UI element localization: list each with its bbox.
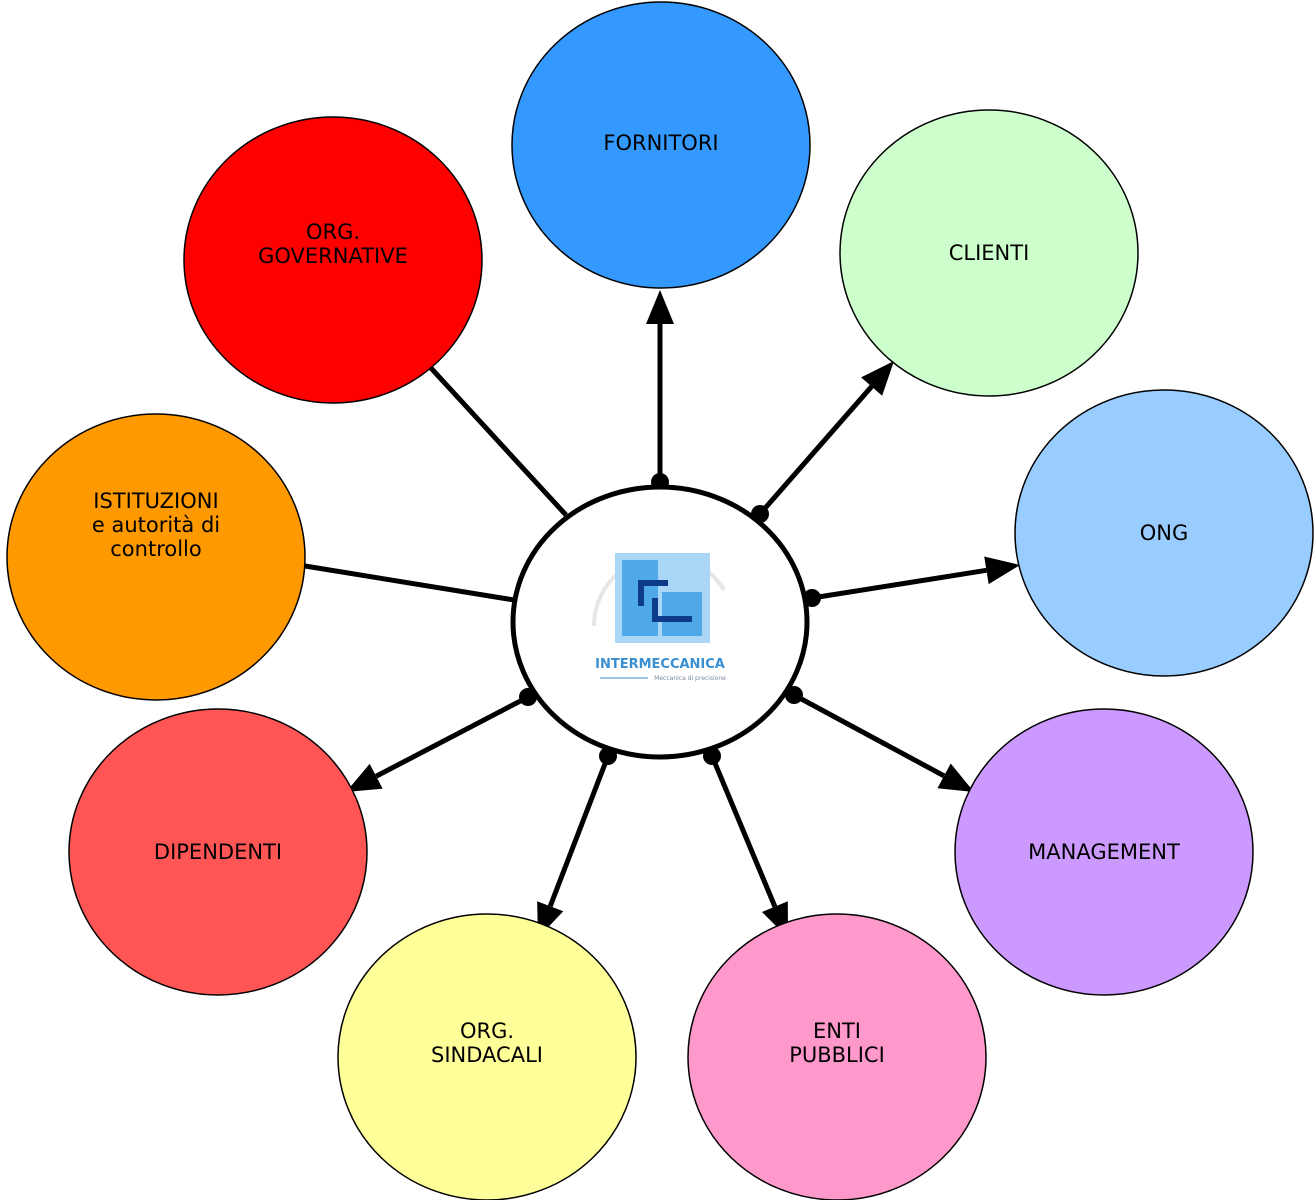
node-circle (6, 413, 306, 701)
node-fornitori: FORNITORI (511, 1, 811, 289)
node-label: ORG. (460, 1019, 514, 1043)
arrowhead (861, 361, 894, 396)
node-label: FORNITORI (603, 131, 718, 155)
node-circle (183, 116, 483, 404)
node-clienti: CLIENTI (839, 109, 1139, 397)
connector-governative (428, 365, 568, 517)
connector-dipendenti (346, 688, 537, 792)
node-governative: ORG.GOVERNATIVE (183, 116, 483, 404)
node-circle (954, 708, 1254, 996)
arrowhead (937, 763, 974, 792)
arrowhead (646, 290, 674, 324)
node-label: ENTI (813, 1019, 861, 1043)
center-node: INTERMECCANICA Meccanica di precisione (510, 484, 810, 760)
node-label: PUBBLICI (789, 1043, 885, 1067)
node-label: GOVERNATIVE (258, 244, 408, 268)
node-label: e autorità di (92, 513, 220, 537)
arrowhead (984, 556, 1020, 585)
node-label: ORG. (306, 220, 360, 244)
node-circle (687, 913, 987, 1200)
connector-line (304, 563, 515, 603)
connector-management (785, 686, 974, 792)
node-label: MANAGEMENT (1028, 840, 1180, 864)
node-label: ISTITUZIONI (93, 489, 218, 513)
connector-line (428, 365, 568, 517)
connector-sindacali (537, 747, 617, 938)
connectors (304, 290, 1020, 938)
node-label: ONG (1140, 521, 1189, 545)
connector-line (811, 567, 987, 601)
node-ong: ONG (1014, 389, 1314, 677)
node-sindacali: ORG.SINDACALI (337, 913, 637, 1200)
connector-ong (803, 556, 1020, 607)
connector-line (792, 692, 946, 779)
node-circle (1014, 389, 1314, 677)
connector-fornitori (646, 290, 674, 491)
node-dipendenti: DIPENDENTI (68, 708, 368, 996)
connector-line (547, 755, 611, 908)
connector-line (709, 755, 778, 908)
node-management: MANAGEMENT (954, 708, 1254, 996)
node-label: SINDACALI (431, 1043, 543, 1067)
node-circle (511, 1, 811, 289)
node-circle (337, 913, 637, 1200)
stakeholder-nodes: FORNITORI CLIENTI ONG MANAGEMENT ENTIPUBBLIC… (6, 1, 1314, 1200)
connector-line (758, 384, 874, 516)
node-circle (68, 708, 368, 996)
node-label: controllo (110, 537, 201, 561)
connector-line (374, 694, 530, 779)
logo-name: INTERMECCANICA (595, 657, 725, 672)
intermeccanica-logo: INTERMECCANICA Meccanica di precisione (592, 553, 726, 682)
arrowhead (346, 763, 383, 792)
connector-istituzioni (304, 563, 515, 603)
node-label: DIPENDENTI (154, 840, 282, 864)
node-circle (839, 109, 1139, 397)
connector-enti (703, 747, 788, 938)
node-label: CLIENTI (949, 241, 1030, 265)
logo-tagline: Meccanica di precisione (654, 675, 726, 682)
connector-clienti (751, 361, 894, 523)
